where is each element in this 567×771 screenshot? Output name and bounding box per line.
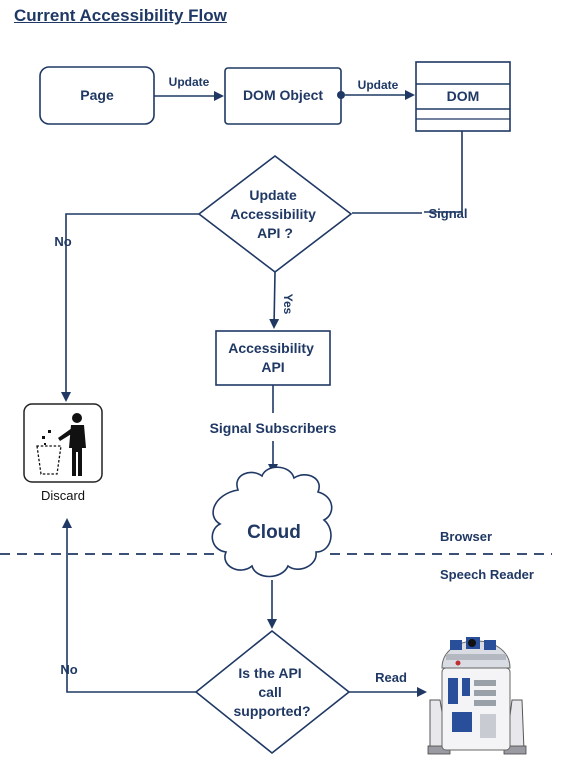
decision-update-line-3: API ? [257, 225, 293, 241]
diagram-title: Current Accessibility Flow [14, 6, 227, 25]
robot-icon [427, 637, 527, 755]
discard-label: Discard [41, 488, 85, 503]
decision-update-line-1: Update [249, 187, 297, 203]
dom-object-node: DOM Object [224, 67, 342, 125]
accessibility-api-line-1: Accessibility [228, 340, 314, 356]
accessibility-api-text: Accessibility API [228, 340, 318, 375]
edge-no-top: No [54, 213, 199, 402]
decision-update-line-2: Accessibility [230, 206, 316, 222]
browser-label: Browser [440, 529, 492, 544]
speech-reader-label: Speech Reader [440, 567, 534, 582]
dom-object-label: DOM Object [243, 87, 323, 103]
edge-dom-signal: Signal [352, 131, 468, 221]
trash-can-icon [36, 413, 86, 476]
update-label-1: Update [169, 75, 210, 89]
edge-no-bottom: No [60, 518, 196, 693]
dom-node: DOM [415, 61, 511, 132]
no-label-top: No [54, 234, 71, 249]
cloud-label: Cloud [247, 522, 301, 543]
decision-supported-line-1: Is the API [238, 665, 301, 681]
update-label-2: Update [358, 78, 399, 92]
decision-supported-line-3: supported? [234, 703, 311, 719]
read-label: Read [375, 670, 407, 685]
signal-label: Signal [428, 206, 467, 221]
signal-subscribers-label: Signal Subscribers [210, 420, 337, 436]
edge-signal-subscribers: Signal Subscribers [210, 385, 337, 474]
decision-supported-line-2: call [258, 684, 281, 700]
decision-update-text: Update Accessibility API ? [230, 187, 320, 241]
discard-node: Discard [23, 403, 103, 503]
no-label-bottom: No [60, 662, 77, 677]
yes-label: Yes [281, 294, 295, 315]
browser-speech-boundary: Browser Speech Reader [0, 529, 552, 582]
decision-api-supported: Is the API call supported? [194, 629, 351, 755]
page-node: Page [39, 66, 155, 125]
dom-label: DOM [447, 88, 480, 104]
edge-read: Read [349, 670, 427, 697]
edge-dom-object-to-dom: Update [337, 78, 415, 100]
decision-supported-text: Is the API call supported? [234, 665, 311, 719]
decision-update-api: Update Accessibility API ? [197, 154, 353, 274]
edge-page-to-dom-object: Update [154, 75, 224, 101]
page-label: Page [80, 87, 114, 103]
accessibility-api-line-2: API [261, 359, 284, 375]
edge-yes: Yes [269, 271, 295, 329]
accessibility-api-node: Accessibility API [215, 330, 331, 386]
cloud-node: Cloud [211, 466, 333, 578]
